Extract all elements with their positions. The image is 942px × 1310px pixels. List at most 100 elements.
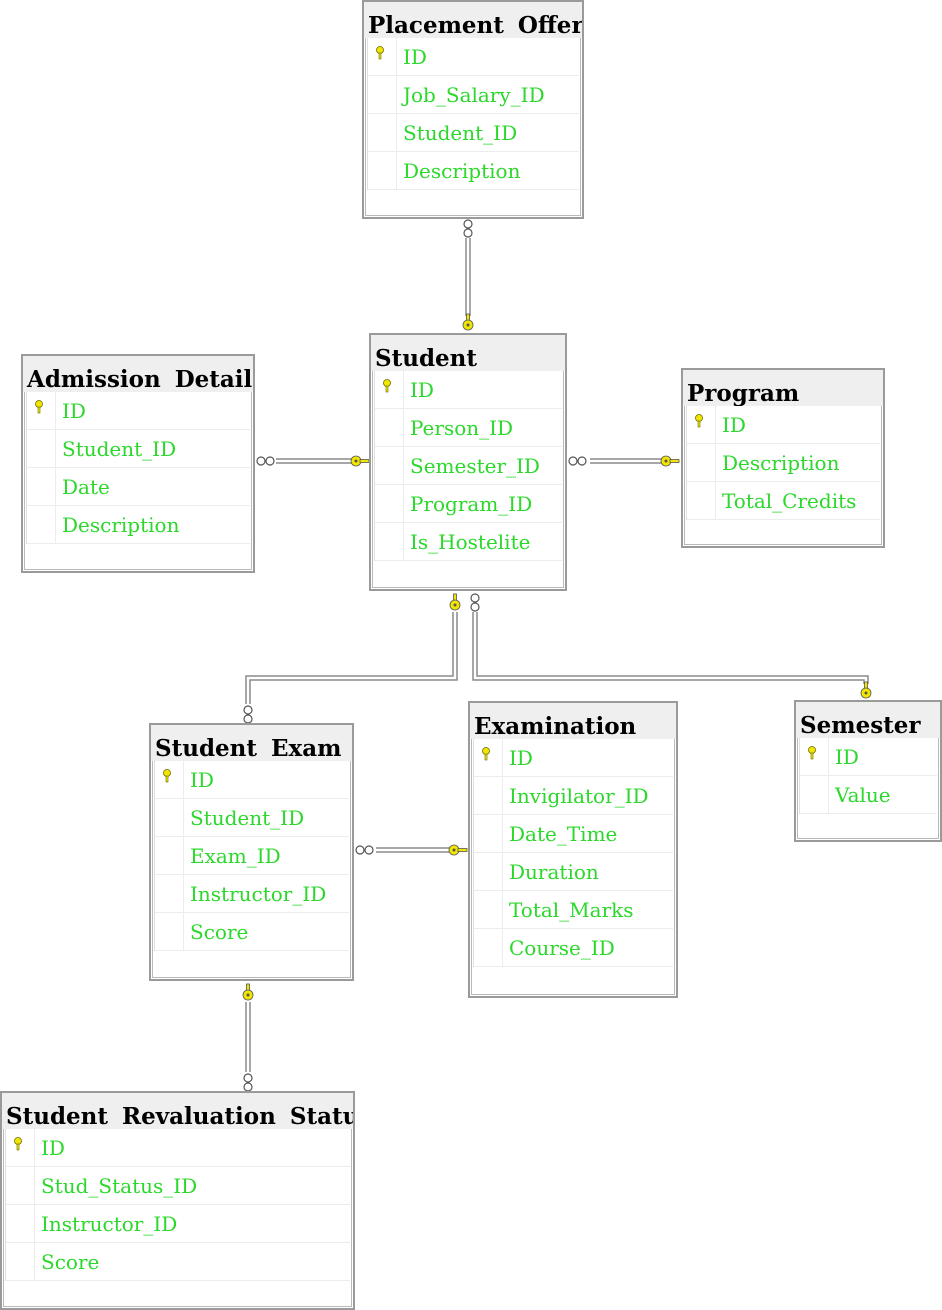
column-row[interactable]: ID [800, 738, 937, 776]
column-row[interactable]: Course_ID [474, 929, 673, 967]
row-selector [27, 392, 56, 429]
table-title: Student Exam S [151, 725, 352, 761]
column-name: Person_ID [410, 415, 514, 440]
row-selector [6, 1129, 35, 1166]
column-name: ID [835, 744, 859, 769]
column-row[interactable]: Semester_ID [375, 447, 562, 485]
relationship-examination-student-exam [376, 847, 450, 853]
column-row[interactable]: Value [800, 776, 937, 814]
column-row[interactable]: Description [27, 506, 250, 544]
column-row[interactable]: Student_ID [27, 430, 250, 468]
column-name: Semester_ID [410, 453, 540, 478]
column-list: ID Value [799, 738, 937, 814]
relationship-semester-student [472, 612, 869, 684]
column-name: ID [403, 44, 427, 69]
column-row[interactable]: Total_Credits [687, 482, 880, 520]
column-row[interactable]: Program_ID [375, 485, 562, 523]
row-selector [368, 152, 397, 189]
column-row[interactable]: ID [375, 371, 562, 409]
column-row[interactable]: ID [368, 38, 579, 76]
column-name: Description [62, 512, 180, 537]
row-selector [687, 482, 716, 519]
column-row[interactable]: Student_ID [368, 114, 579, 152]
column-name: Invigilator_ID [509, 783, 649, 808]
row-selector [687, 444, 716, 481]
column-row[interactable]: Duration [474, 853, 673, 891]
column-name: ID [509, 745, 533, 770]
infinity-icon [243, 705, 253, 724]
infinity-icon [470, 593, 480, 612]
column-list: ID Stud_Status_ID Instructor_ID Score [5, 1129, 350, 1281]
column-row[interactable]: Student_ID [155, 799, 349, 837]
infinity-icon [256, 456, 275, 466]
column-name: ID [410, 377, 434, 402]
infinity-icon [243, 1073, 253, 1092]
column-row[interactable]: ID [6, 1129, 350, 1167]
row-selector [800, 738, 829, 775]
row-selector [375, 447, 404, 484]
column-name: Total_Credits [722, 488, 857, 513]
infinity-icon [355, 845, 374, 855]
key-icon [860, 681, 872, 699]
column-row[interactable]: Invigilator_ID [474, 777, 673, 815]
column-row[interactable]: Score [155, 913, 349, 951]
column-name: Date_Time [509, 821, 618, 846]
column-row[interactable]: Score [6, 1243, 350, 1281]
column-name: Job_Salary_ID [403, 82, 545, 107]
row-selector [375, 409, 404, 446]
row-selector [155, 913, 184, 950]
column-row[interactable]: Date [27, 468, 250, 506]
key-icon [660, 455, 680, 467]
column-name: Instructor_ID [41, 1211, 178, 1236]
key-icon [462, 313, 474, 331]
table-student-revaluation-status[interactable]: Student Revaluation Status ID Stud_Status… [0, 1091, 355, 1310]
relationship-student-student-exam [245, 612, 458, 704]
table-title: Admission Details [23, 356, 253, 392]
column-name: Is_Hostelite [410, 529, 531, 554]
column-row[interactable]: ID [155, 761, 349, 799]
column-row[interactable]: Date_Time [474, 815, 673, 853]
column-row[interactable]: Instructor_ID [6, 1205, 350, 1243]
column-name: ID [41, 1135, 65, 1160]
primary-key-icon [482, 747, 490, 761]
column-row[interactable]: ID [474, 739, 673, 777]
primary-key-icon [35, 400, 43, 414]
row-selector [474, 853, 503, 890]
column-name: Score [190, 919, 249, 944]
row-selector [155, 837, 184, 874]
row-selector [368, 114, 397, 151]
row-selector [6, 1167, 35, 1204]
column-row[interactable]: Description [687, 444, 880, 482]
column-row[interactable]: Person_ID [375, 409, 562, 447]
column-row[interactable]: Stud_Status_ID [6, 1167, 350, 1205]
column-name: Student_ID [62, 436, 177, 461]
table-title: Student Revaluation Status [2, 1093, 353, 1129]
column-name: Description [722, 450, 840, 475]
primary-key-icon [808, 746, 816, 760]
column-row[interactable]: ID [27, 392, 250, 430]
row-selector [368, 76, 397, 113]
column-row[interactable]: Job_Salary_ID [368, 76, 579, 114]
row-selector [155, 799, 184, 836]
column-row[interactable]: Total_Marks [474, 891, 673, 929]
column-row[interactable]: Is_Hostelite [375, 523, 562, 561]
column-row[interactable]: Instructor_ID [155, 875, 349, 913]
column-name: ID [62, 398, 86, 423]
column-row[interactable]: ID [687, 406, 880, 444]
column-row[interactable]: Exam_ID [155, 837, 349, 875]
row-selector [474, 891, 503, 928]
column-name: Date [62, 474, 110, 499]
row-selector [800, 776, 829, 813]
key-icon [242, 983, 254, 1001]
column-row[interactable]: Description [368, 152, 579, 190]
